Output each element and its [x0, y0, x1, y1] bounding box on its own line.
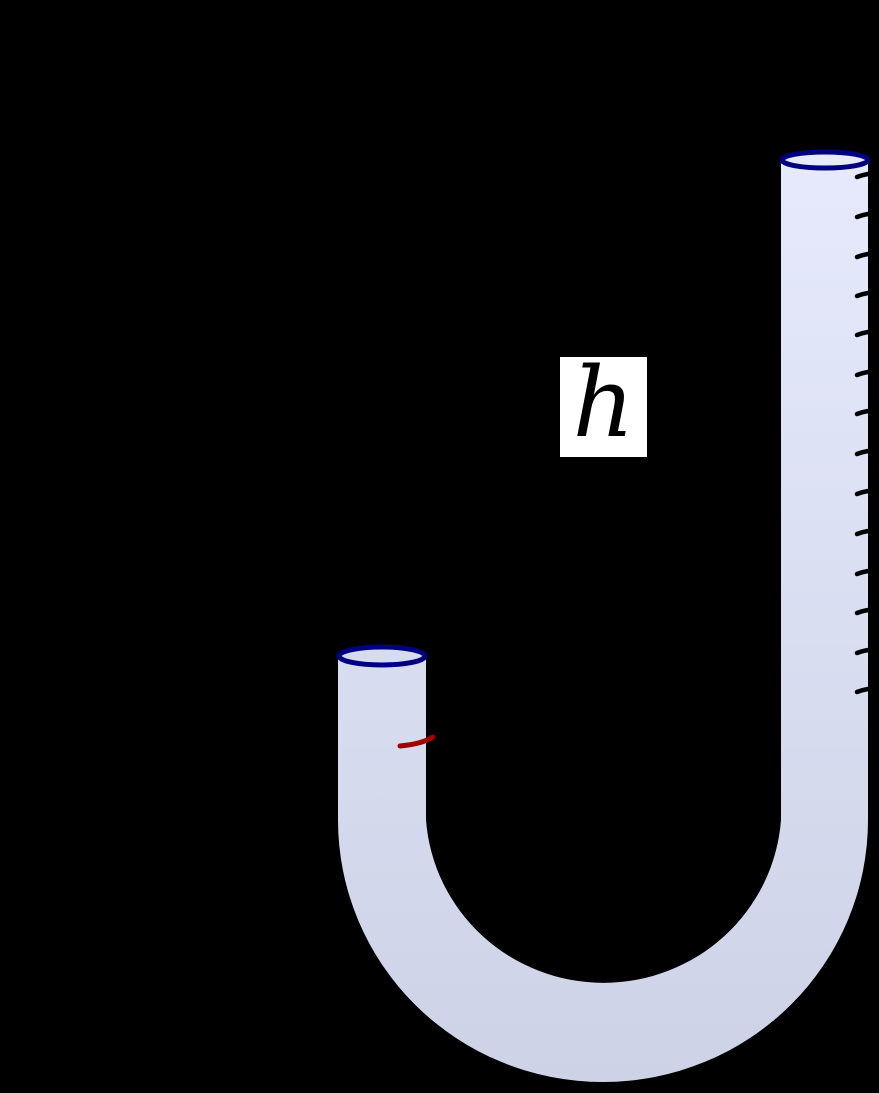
- height-label-box: h: [560, 347, 647, 459]
- tall-arm-rim: [779, 149, 871, 171]
- tube-body: [338, 160, 868, 1082]
- scale-tick: [854, 568, 871, 577]
- height-label: h: [572, 347, 635, 459]
- short-arm-rim: [336, 644, 428, 668]
- scale-tick: [854, 488, 871, 497]
- scale-tick: [854, 211, 871, 220]
- scale-tick: [854, 329, 871, 338]
- scale-ticks: [854, 171, 871, 695]
- scale-tick: [854, 528, 871, 537]
- fluid-level-marker: [397, 734, 436, 749]
- scale-tick: [854, 171, 871, 180]
- scale-tick: [854, 448, 871, 457]
- scale-tick: [854, 290, 871, 299]
- scale-tick: [854, 369, 871, 378]
- scale-tick: [854, 408, 871, 417]
- tube: [338, 160, 868, 1082]
- scale-tick: [854, 607, 871, 616]
- scale-tick: [854, 647, 871, 656]
- scale-tick: [854, 686, 871, 695]
- scale-tick: [854, 251, 871, 260]
